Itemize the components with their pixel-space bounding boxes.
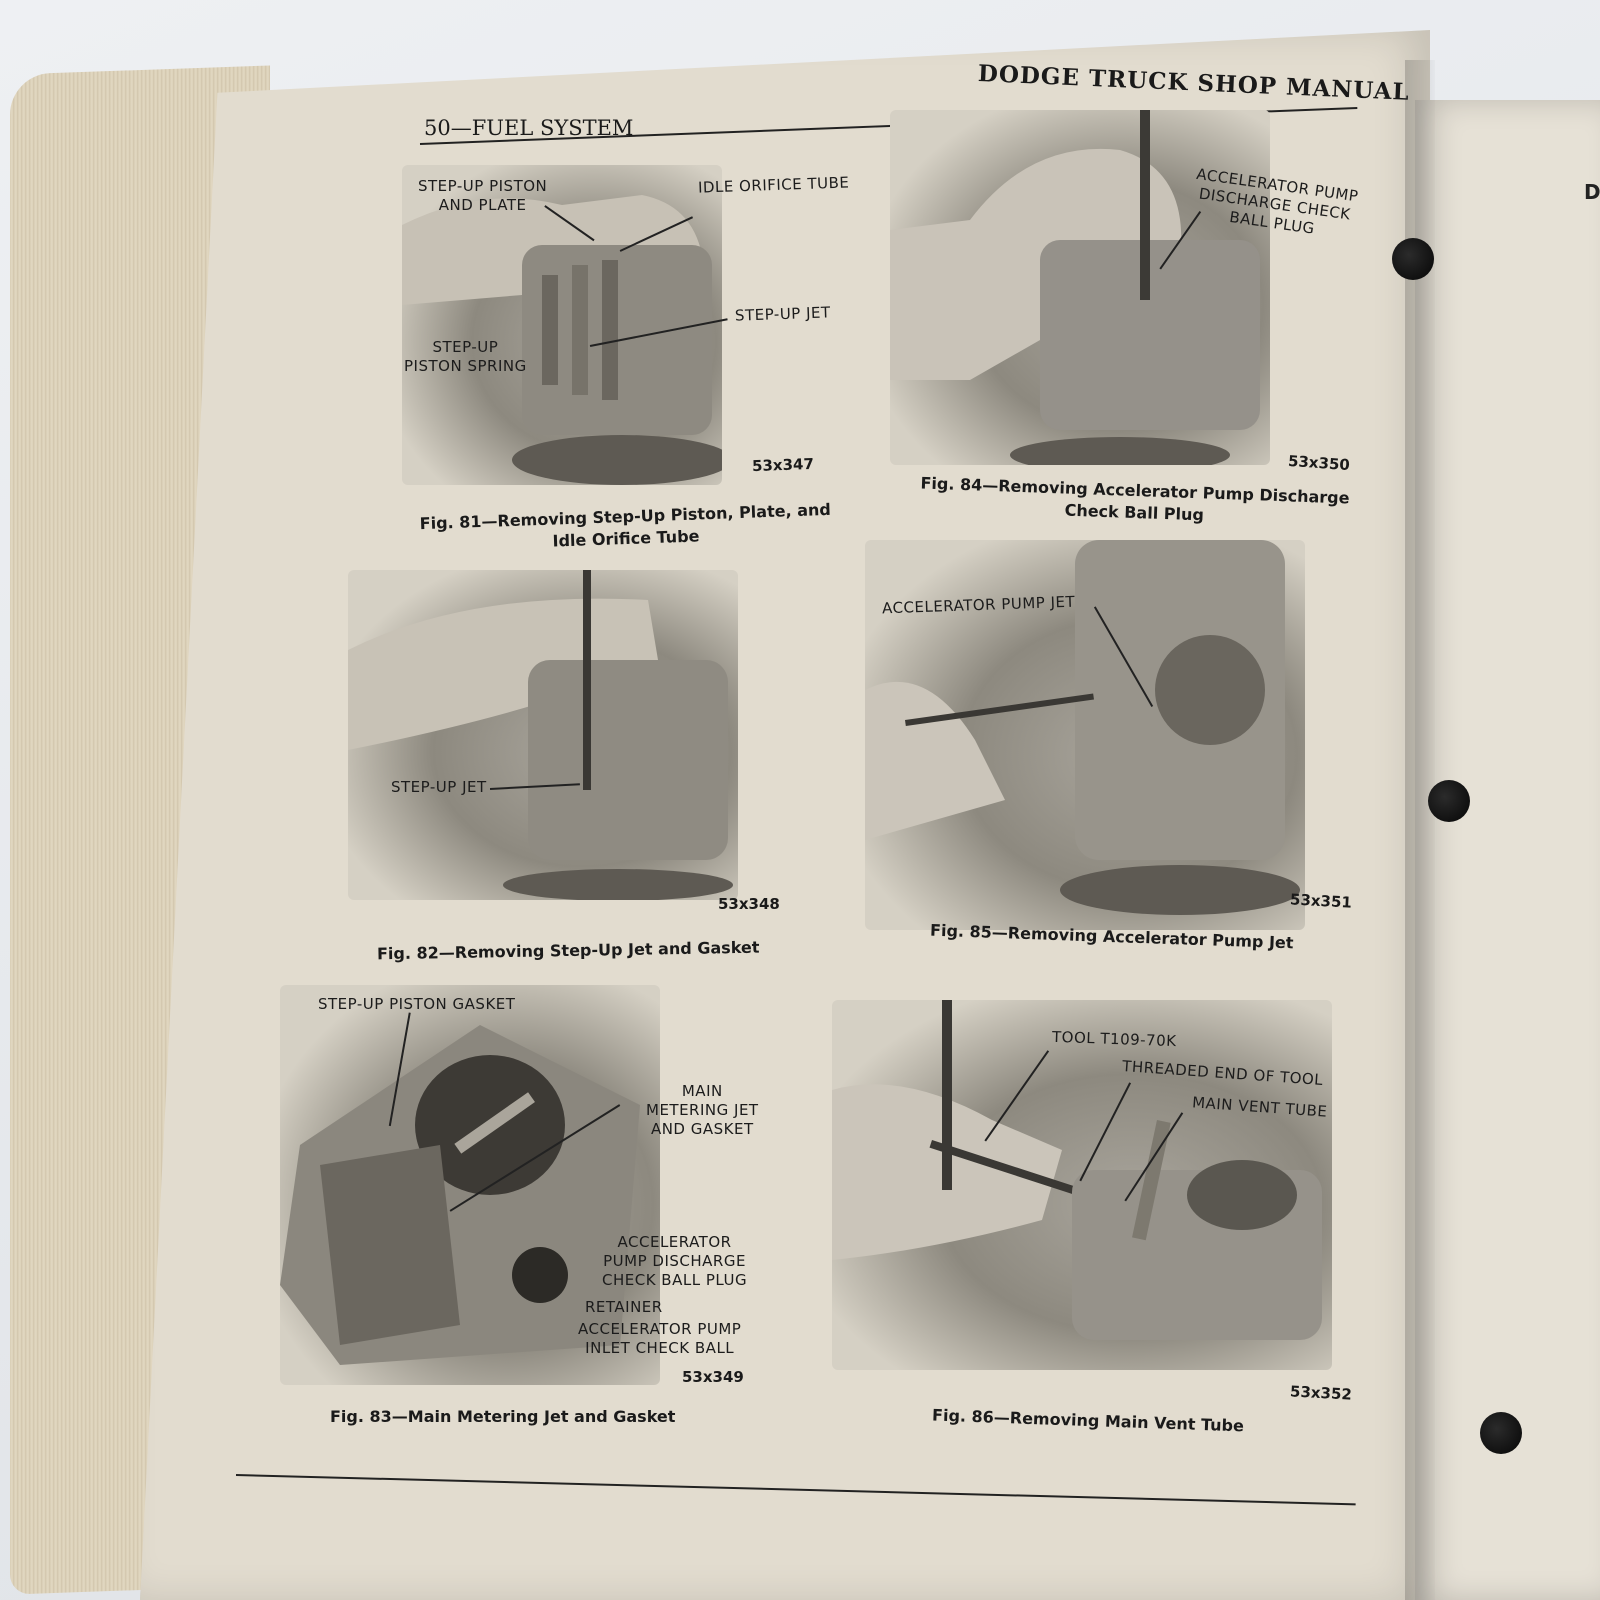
book-gutter-shadow bbox=[1405, 60, 1435, 1600]
figure-81-number: 53x347 bbox=[751, 454, 815, 476]
callout-accelerator-pump-inlet-check-ball: ACCELERATOR PUMP INLET CHECK BALL bbox=[578, 1320, 742, 1357]
figure-84-photo bbox=[890, 110, 1270, 465]
callout-accelerator-pump-discharge-check-ball-plug-fig83: ACCELERATOR PUMP DISCHARGE CHECK BALL PL… bbox=[602, 1233, 748, 1289]
figure-86-number: 53x352 bbox=[1289, 1382, 1353, 1404]
figure-82-number: 53x348 bbox=[718, 895, 780, 913]
punch-hole bbox=[1428, 780, 1470, 822]
figure-82-photo bbox=[348, 570, 738, 900]
callout-step-up-jet: STEP-UP JET bbox=[734, 303, 831, 325]
punch-hole bbox=[1392, 238, 1434, 280]
callout-main-metering-jet-gasket: MAIN METERING JET AND GASKET bbox=[646, 1082, 759, 1138]
punch-hole bbox=[1480, 1412, 1522, 1454]
callout-retainer: RETAINER bbox=[585, 1298, 663, 1316]
callout-step-up-jet-fig82: STEP-UP JET bbox=[391, 778, 487, 796]
figure-83-caption: Fig. 83—Main Metering Jet and Gasket bbox=[330, 1407, 676, 1426]
figure-84-illustration bbox=[890, 110, 1260, 465]
figure-82-illustration bbox=[348, 570, 733, 900]
figure-86-illustration bbox=[832, 1000, 1322, 1340]
figure-86-photo bbox=[832, 1000, 1332, 1370]
figure-85-illustration bbox=[865, 540, 1300, 915]
callout-step-up-piston-gasket: STEP-UP PISTON GASKET bbox=[318, 995, 516, 1013]
figure-83-number: 53x349 bbox=[682, 1368, 744, 1386]
right-page-edge-letter: D bbox=[1584, 180, 1600, 204]
figure-85-number: 53x351 bbox=[1289, 890, 1353, 912]
figure-85-photo bbox=[865, 540, 1305, 930]
callout-step-up-piston-spring: STEP-UP PISTON SPRING bbox=[404, 338, 527, 375]
callout-step-up-piston-plate: STEP-UP PISTON AND PLATE bbox=[418, 177, 548, 214]
figure-83-photo bbox=[280, 985, 660, 1385]
figure-83-illustration bbox=[280, 1025, 640, 1365]
right-page bbox=[1415, 100, 1600, 1600]
